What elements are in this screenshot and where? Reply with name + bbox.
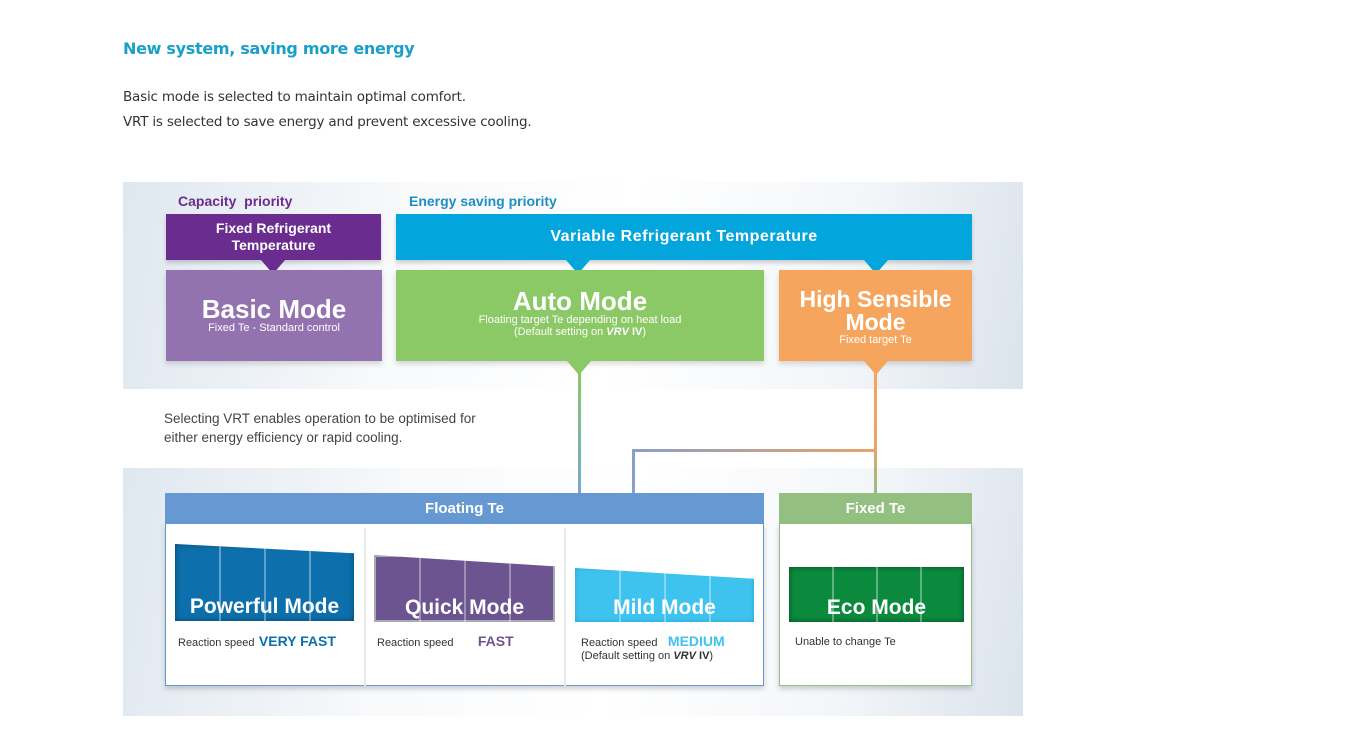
variable-refrigerant-temperature-banner: Variable Refrigerant Temperature [396, 214, 972, 260]
reaction-label: Reaction speed [377, 637, 454, 649]
fixed-te-header: Fixed Te [779, 493, 972, 524]
floating-te-header: Floating Te [165, 493, 764, 524]
cross-connector-vertical [632, 449, 635, 494]
powerful-mode-reaction: Reaction speed VERY FAST [178, 633, 336, 651]
high-sensible-title-1: High Sensible [799, 286, 952, 312]
high-sensible-subtitle: Fixed target Te [839, 334, 912, 346]
quick-mode-reaction: Reaction speed FAST [377, 633, 514, 651]
powerful-mode-label: Powerful Mode [189, 595, 340, 618]
default-close: ) [642, 326, 647, 338]
powerful-mode-bar: Powerful Mode [175, 544, 354, 621]
caption-line-2: either energy efficiency or rapid coolin… [164, 430, 403, 445]
quick-mode-label: Quick Mode [404, 596, 525, 619]
reaction-label: Reaction speed [581, 637, 658, 649]
auto-mode-subtitle: Floating target Te depending on heat loa… [478, 314, 682, 326]
basic-mode-title: Basic Mode [201, 294, 347, 324]
auto-down-arrow-icon [567, 361, 591, 375]
mild-mode-label: Mild Mode [613, 596, 716, 619]
cell-divider [564, 528, 566, 686]
intro-line-2: VRT is selected to save energy and preve… [123, 114, 532, 130]
mild-mode-reaction: Reaction speed MEDIUM [581, 633, 725, 651]
intro-line-1: Basic mode is selected to maintain optim… [123, 89, 466, 105]
quick-mode-bar: Quick Mode [374, 555, 555, 622]
high-sensible-down-arrow-icon [864, 361, 888, 375]
page-title: New system, saving more energy [123, 39, 415, 58]
high-sensible-mode-box: High Sensible Mode Fixed target Te [779, 270, 972, 361]
eco-mode-note: Unable to change Te [795, 636, 896, 648]
auto-mode-default-note: (Default setting on VRV IV) [396, 326, 764, 338]
default-prefix: (Default setting on [581, 650, 674, 662]
brand-vrv: VRV [673, 650, 696, 662]
mild-mode-default-note: (Default setting on VRV IV) [581, 650, 713, 662]
default-prefix: (Default setting on [513, 326, 607, 338]
auto-mode-title: Auto Mode [512, 286, 648, 316]
caption-line-1: Selecting VRT enables operation to be op… [164, 411, 476, 426]
brand-suffix: IV [628, 326, 643, 338]
speed-medium: MEDIUM [667, 633, 725, 649]
high-sensible-connector [874, 372, 877, 494]
reaction-label: Reaction speed [178, 637, 255, 649]
eco-mode-bar: Eco Mode [789, 567, 964, 622]
eco-mode-label: Eco Mode [826, 596, 927, 619]
basic-mode-box: Basic Mode Fixed Te - Standard control [166, 270, 382, 361]
auto-mode-box: Auto Mode Floating target Te depending o… [396, 270, 764, 361]
capacity-priority-label: Capacity priority [178, 193, 293, 209]
speed-very-fast: VERY FAST [258, 633, 336, 649]
speed-fast: FAST [477, 633, 514, 649]
basic-mode-subtitle: Fixed Te - Standard control [208, 322, 340, 334]
cross-connector-horizontal [632, 449, 875, 452]
banner-line-2: Temperature [231, 237, 316, 253]
energy-saving-priority-label: Energy saving priority [409, 193, 557, 209]
vrt-caption: Selecting VRT enables operation to be op… [164, 409, 476, 447]
mild-mode-bar: Mild Mode [575, 568, 754, 622]
cell-divider [364, 528, 366, 686]
banner-line-1: Fixed Refrigerant [215, 220, 332, 236]
high-sensible-title-2: Mode [845, 309, 906, 335]
auto-connector [578, 372, 581, 494]
default-close: ) [709, 650, 714, 662]
brand-vrv: VRV [606, 326, 629, 338]
fixed-refrigerant-temperature-banner: Fixed Refrigerant Temperature [166, 214, 381, 260]
brand-suffix: IV [695, 650, 710, 662]
